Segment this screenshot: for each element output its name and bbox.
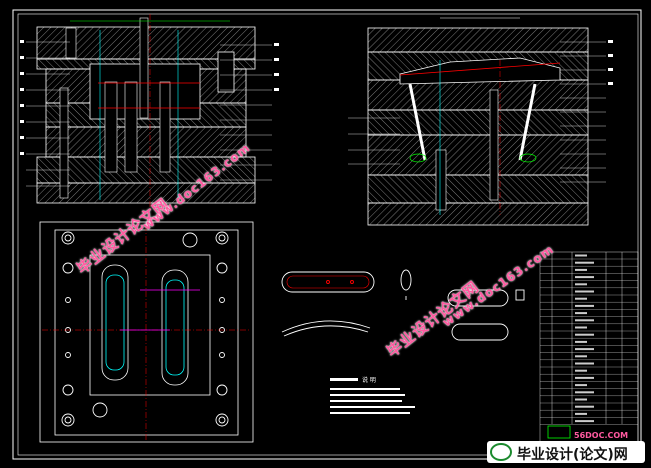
bom-row-text (575, 312, 587, 315)
bom-row-text (575, 355, 587, 358)
bom-row-text (575, 290, 594, 293)
notes-title: 说 明 (362, 376, 376, 384)
bom-row-text (575, 304, 594, 307)
bom-row-text (575, 376, 594, 379)
bom-row-text (575, 276, 594, 279)
logo-main-text: 毕业设计(论文)网 (517, 447, 628, 463)
bom-row-text (575, 412, 587, 415)
bom-row-text (575, 333, 594, 336)
bom-row-text (575, 326, 587, 329)
bom-row-text (575, 261, 594, 264)
logo-small-text: 56DOC.COM (574, 431, 629, 440)
bom-rows (540, 254, 638, 439)
technical-notes: 说 明 (330, 376, 415, 414)
right-section-view (348, 17, 606, 226)
title-block-stamp (547, 425, 571, 439)
bom-row-text (575, 405, 594, 408)
bom-row-text (575, 297, 587, 300)
bom-title-block (539, 251, 639, 455)
bom-row-text (575, 369, 587, 372)
bom-row-text (575, 420, 594, 423)
bom-row-text (575, 398, 587, 401)
drawing-frame (12, 9, 642, 460)
bom-row-text (575, 283, 587, 286)
bom-row-text (575, 254, 587, 257)
bom-row-text (575, 384, 587, 387)
bom-row-text (575, 391, 594, 394)
plan-view (39, 221, 254, 443)
bom-row-text (575, 340, 587, 343)
left-section-view (26, 14, 272, 210)
site-logo (487, 441, 645, 463)
part-views (281, 269, 525, 341)
logo-ring-icon (490, 443, 512, 461)
bom-row-text (575, 319, 594, 322)
leader-labels (20, 40, 613, 155)
bom-row-text (575, 362, 594, 365)
bom-row-text (575, 348, 594, 351)
bom-row-text (575, 268, 587, 271)
